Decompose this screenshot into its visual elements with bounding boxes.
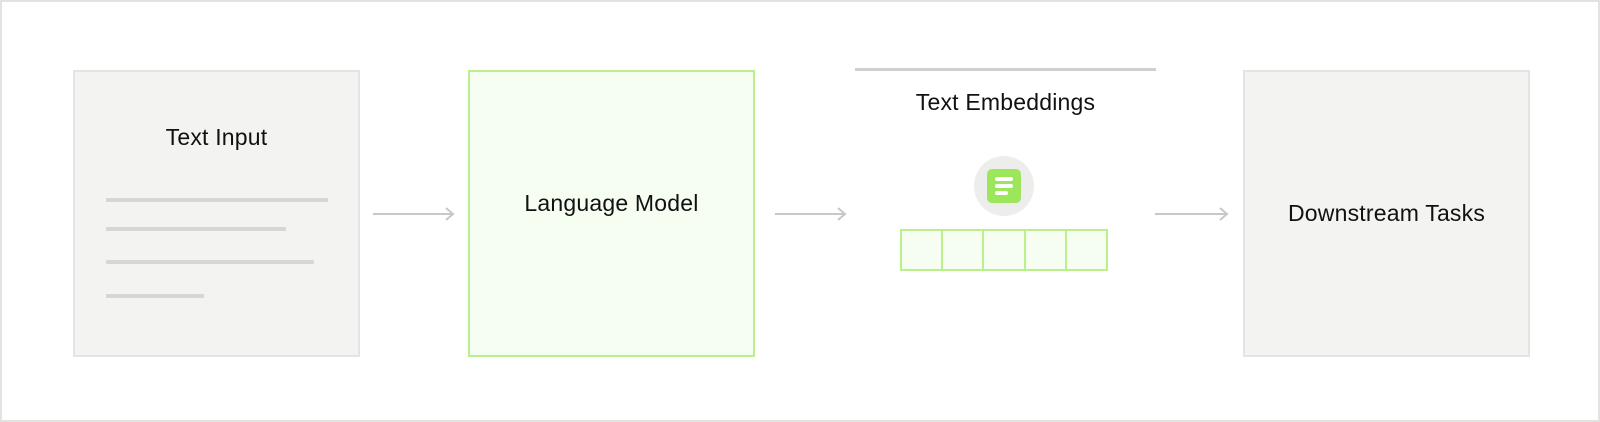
text-embeddings-label: Text Embeddings — [915, 89, 1096, 115]
text-line — [106, 260, 314, 264]
embedding-cell — [1026, 231, 1067, 269]
text-input-label: Text Input — [165, 124, 268, 150]
arrow-input-to-model — [373, 207, 455, 221]
text-input-node: Text Input — [73, 70, 360, 357]
embeddings-divider — [855, 68, 1156, 71]
arrow-embeddings-to-tasks — [1155, 207, 1229, 221]
embedding-cell — [902, 231, 944, 269]
text-line — [106, 198, 328, 202]
arrow-model-to-embeddings — [775, 207, 847, 221]
language-model-label: Language Model — [524, 190, 699, 216]
downstream-tasks-label: Downstream Tasks — [1287, 200, 1486, 226]
embedding-vector — [900, 229, 1108, 271]
language-model-node: Language Model — [468, 70, 755, 357]
embedding-cell — [984, 231, 1026, 269]
embeddings-icon-badge — [974, 156, 1034, 216]
embedding-cell — [1067, 231, 1106, 269]
document-icon — [987, 169, 1021, 203]
downstream-tasks-node: Downstream Tasks — [1243, 70, 1530, 357]
text-line — [106, 227, 286, 231]
embedding-cell — [943, 231, 985, 269]
text-line — [106, 294, 204, 298]
